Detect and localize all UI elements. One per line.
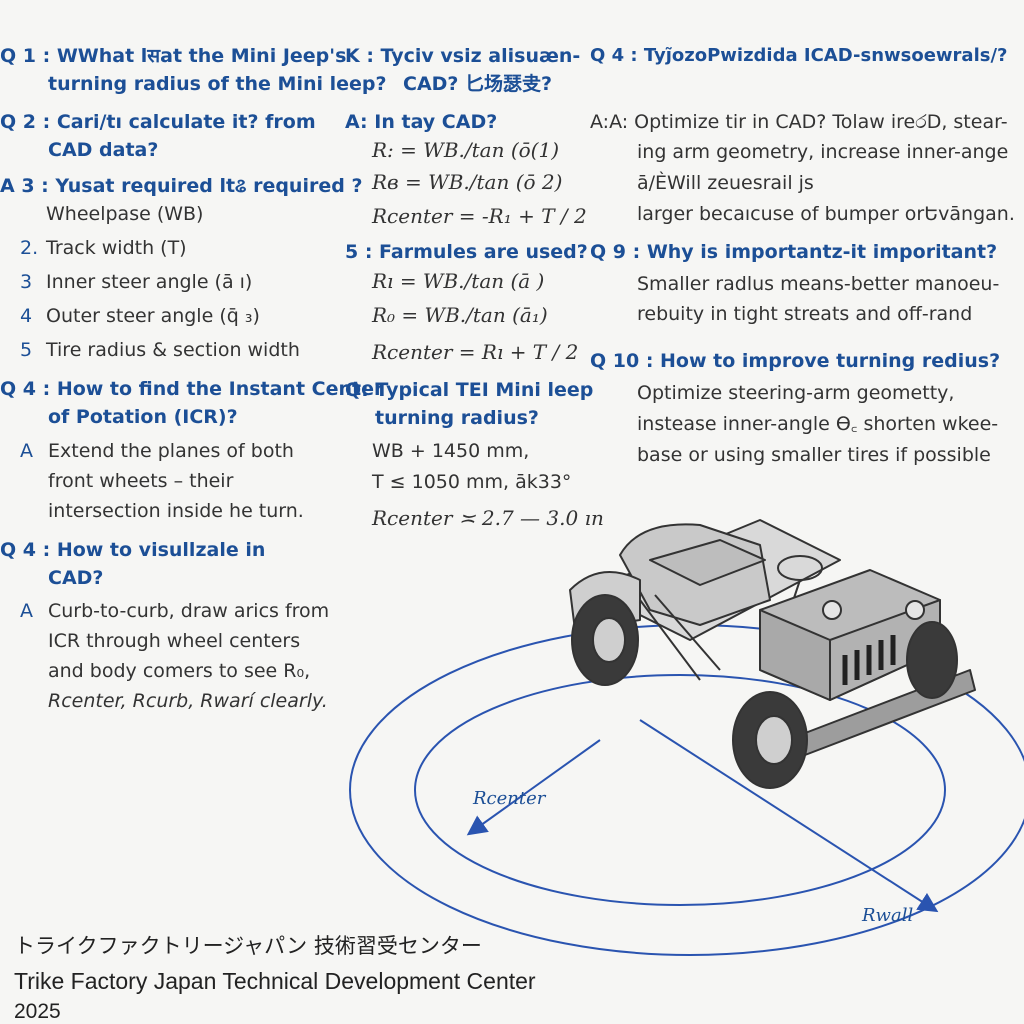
col3-a1-line2: ing arm geometry, increase inner-ange bbox=[637, 141, 1009, 163]
col2-q1-line2: CAD? 匕场瑟叏? bbox=[403, 73, 553, 95]
footer-year: 2025 bbox=[14, 1000, 61, 1023]
col3-q2: Q 9 : Why is importantz-it imporitant? bbox=[590, 241, 998, 263]
formula: Rcenter = -R₁ + T / 2 bbox=[372, 204, 587, 228]
col1-q1-line1: Q 1 : WWhat lसat the Mini Jeep's bbox=[0, 45, 347, 67]
col2-a1-head: A: In tay CAD? bbox=[345, 111, 498, 133]
col2-q3-line1: Q: Typical TEI Mini leep bbox=[345, 379, 594, 401]
value-line: Rcenter ≍ 2.7 — 3.0 ın bbox=[372, 506, 604, 530]
col1-a5-line4: Rcenter, Rcurb, Rwarí clearly. bbox=[48, 690, 328, 712]
col3-q3: Q 10 : How to improve turning redius? bbox=[590, 350, 1001, 372]
col2-q3-line2: turning radius? bbox=[375, 407, 539, 429]
col3-a2-line2: rebuity in tight streats and off-rand bbox=[637, 303, 973, 325]
col1-q4-line2: of Potation (ICR)? bbox=[48, 406, 238, 428]
col3-a1-line1: A:A: Optimize tir in CAD? Tolaw ireරD, s… bbox=[590, 111, 1008, 133]
col1-a4-line3: intersection inside he turn. bbox=[48, 500, 304, 522]
col1-a4-line2: front wheets – their bbox=[48, 470, 234, 492]
col3-a3-line3: base or using smaller tires if possible bbox=[637, 444, 991, 466]
col1-a5-line1: Curb-to-curb, draw arics from bbox=[48, 600, 330, 622]
list-item: 2.Track width (T) bbox=[20, 237, 187, 259]
formula: Rв = WB./tan (ō 2) bbox=[372, 170, 563, 194]
answer-marker: A bbox=[20, 440, 33, 462]
col3-a2-line1: Smaller radlus means-better manoeu- bbox=[637, 273, 1000, 295]
list-item: Wheelpase (WB) bbox=[46, 203, 204, 225]
value-line: WB + 1450 mm, bbox=[372, 440, 530, 462]
footer-english-title: Trike Factory Japan Technical Developmen… bbox=[14, 968, 536, 994]
col1-q2-line1: Q 2 : Cari/tı calculate it? from bbox=[0, 111, 316, 133]
col1-q5-line2: CAD? bbox=[48, 567, 104, 589]
rwall-label: Rwall bbox=[862, 905, 914, 926]
answer-marker: A bbox=[20, 600, 33, 622]
col1-q1-line2: turning radius of the Mini leep? bbox=[48, 73, 387, 95]
col1-a4-line1: Extend the planes of both bbox=[48, 440, 294, 462]
formula: R₀ = WB./tan (ā₁) bbox=[372, 303, 548, 327]
col2-q1-line1: K : Tyciv vsiz alisuæn- bbox=[345, 45, 581, 67]
col2-q2: 5 : Farmules are used? bbox=[345, 241, 588, 263]
col1-a5-line3: and body comers to see R₀, bbox=[48, 660, 311, 682]
col1-a5-line2: ICR through wheel centers bbox=[48, 630, 301, 652]
rwall-arrow bbox=[639, 719, 939, 913]
col1-q4-line1: Q 4 : How to find the Instant Center bbox=[0, 378, 384, 400]
formula: Rcenter = Rı + T / 2 bbox=[372, 340, 579, 364]
formula: R: = WB./tan (ō(1) bbox=[372, 138, 559, 162]
col1-q5-line1: Q 4 : How to visullzale in bbox=[0, 539, 266, 561]
rcenter-arrow bbox=[466, 739, 601, 836]
col1-q3: A 3 : Yusat required ltଌ required ? bbox=[0, 175, 363, 197]
col3-a1-line3: ā/ЀWill zeuesrail js bbox=[637, 172, 814, 194]
formula: Rı = WB./tan (ā ) bbox=[372, 269, 545, 293]
rcenter-label: Rcenter bbox=[473, 788, 546, 809]
col3-a1-line4: larger becaıcuse of bumper orԵvāngan. bbox=[637, 203, 1015, 225]
value-line: T ≤ 1050 mm, āk33° bbox=[372, 471, 572, 493]
footer-japanese-title: トライクファクトリージャパン 技術習受センター bbox=[14, 934, 482, 958]
col1-q2-line2: CAD data? bbox=[48, 139, 159, 161]
col3-a3-line1: Optimize steering-arm geometty, bbox=[637, 382, 955, 404]
wheel bbox=[571, 594, 639, 686]
col3-q1: Q 4 : Tyj̃ozoPwizdida ICAD-snwsoewrals/? bbox=[590, 45, 1008, 66]
mini-jeep-illustration bbox=[569, 519, 976, 789]
col3-a3-line2: instease inner-angle Ѳ꜀ shorten wkee- bbox=[637, 413, 999, 435]
center-circle bbox=[414, 674, 946, 906]
